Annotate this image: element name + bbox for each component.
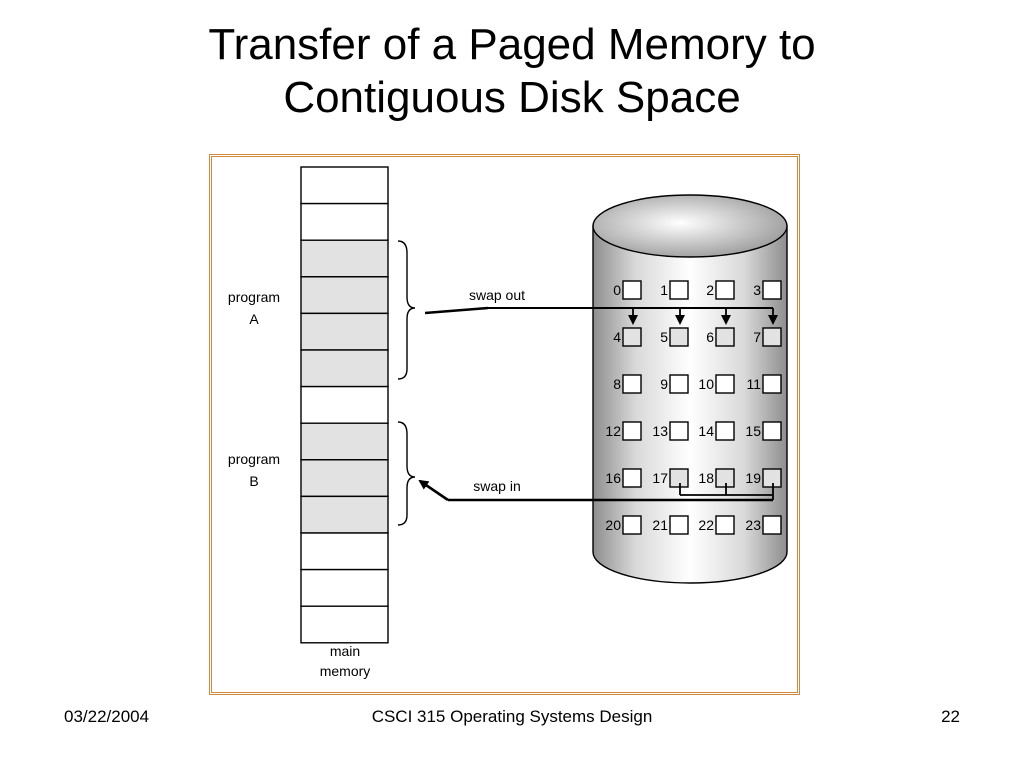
memory-frame <box>300 568 389 607</box>
program-b-label-line-1: program <box>228 451 280 467</box>
memory-frame <box>300 312 389 351</box>
disk-block <box>622 374 642 394</box>
disk-block-number: 5 <box>660 329 668 345</box>
disk-block-number: 22 <box>698 517 714 533</box>
memory-caption-line-2: memory <box>320 663 371 679</box>
disk-block-number: 18 <box>698 470 714 486</box>
disk-block-number: 2 <box>706 282 714 298</box>
disk-block <box>715 327 735 347</box>
disk-block-number: 7 <box>753 329 761 345</box>
disk-block <box>622 468 642 488</box>
memory-frame <box>300 202 389 241</box>
disk-block <box>715 280 735 300</box>
disk-block <box>669 421 689 441</box>
disk-block-number: 20 <box>605 517 621 533</box>
slide-title-line-2: Contiguous Disk Space <box>283 73 741 122</box>
disk-block-number: 8 <box>613 376 621 392</box>
disk-block-number: 9 <box>660 376 668 392</box>
disk-block <box>715 515 735 535</box>
disk-block <box>622 327 642 347</box>
disk-block <box>622 280 642 300</box>
disk-block-number: 21 <box>652 517 668 533</box>
disk-block-number: 11 <box>746 376 761 392</box>
memory-frame <box>300 459 389 498</box>
disk-block <box>762 327 782 347</box>
memory-frame <box>300 495 389 534</box>
disk-block-number: 14 <box>698 423 714 439</box>
disk-block-number: 1 <box>660 282 668 298</box>
disk-block <box>669 374 689 394</box>
memory-frame <box>300 166 389 205</box>
disk-block-number: 17 <box>652 470 668 486</box>
disk-block-number: 16 <box>605 470 621 486</box>
disk-block <box>762 468 782 488</box>
memory-frame <box>300 349 389 388</box>
disk-block <box>715 468 735 488</box>
disk-block <box>762 280 782 300</box>
memory-frame <box>300 532 389 571</box>
disk-block-number: 13 <box>652 423 668 439</box>
disk-block <box>669 280 689 300</box>
disk-block-number: 10 <box>698 376 714 392</box>
disk-block <box>622 515 642 535</box>
slide-title: Transfer of a Paged Memory to Contiguous… <box>0 18 1024 124</box>
disk-block-number: 0 <box>613 282 621 298</box>
program-a-label-line-1: program <box>228 289 280 305</box>
disk-block-number: 3 <box>753 282 761 298</box>
memory-frame <box>300 276 389 315</box>
main-memory-frames <box>300 166 389 644</box>
disk-block <box>669 515 689 535</box>
memory-caption-line-1: main <box>330 643 360 659</box>
disk-block <box>669 327 689 347</box>
memory-frame <box>300 385 389 424</box>
program-b-label-line-2: B <box>249 473 258 489</box>
swap-in-label: swap in <box>473 478 520 494</box>
disk-block <box>715 374 735 394</box>
program-b-brace <box>397 421 416 526</box>
footer-page-number: 22 <box>941 707 960 726</box>
disk-block <box>762 374 782 394</box>
disk-block-number: 12 <box>605 423 621 439</box>
disk-block-number: 6 <box>706 329 714 345</box>
memory-frame <box>300 605 389 644</box>
disk-block <box>762 515 782 535</box>
disk-block-number: 15 <box>745 423 761 439</box>
slide-title-line-1: Transfer of a Paged Memory to <box>208 20 816 69</box>
disk-block <box>715 421 735 441</box>
disk-block <box>622 421 642 441</box>
disk-block-number: 23 <box>745 517 761 533</box>
swap-out-label: swap out <box>469 287 525 303</box>
memory-frame <box>300 422 389 461</box>
swap-out-arrow <box>424 306 778 325</box>
footer-course-name: CSCI 315 Operating Systems Design <box>371 707 653 726</box>
disk-block-number: 4 <box>613 329 621 345</box>
program-a-label-line-2: A <box>249 311 259 327</box>
memory-frame <box>300 239 389 278</box>
disk-block <box>762 421 782 441</box>
disk-block <box>669 468 689 488</box>
disk-block-number: 19 <box>745 470 761 486</box>
program-a-brace <box>397 240 416 380</box>
disk-cylinder <box>592 194 788 584</box>
footer-date: 03/22/2004 <box>64 707 150 726</box>
swap-in-arrow <box>418 479 774 502</box>
